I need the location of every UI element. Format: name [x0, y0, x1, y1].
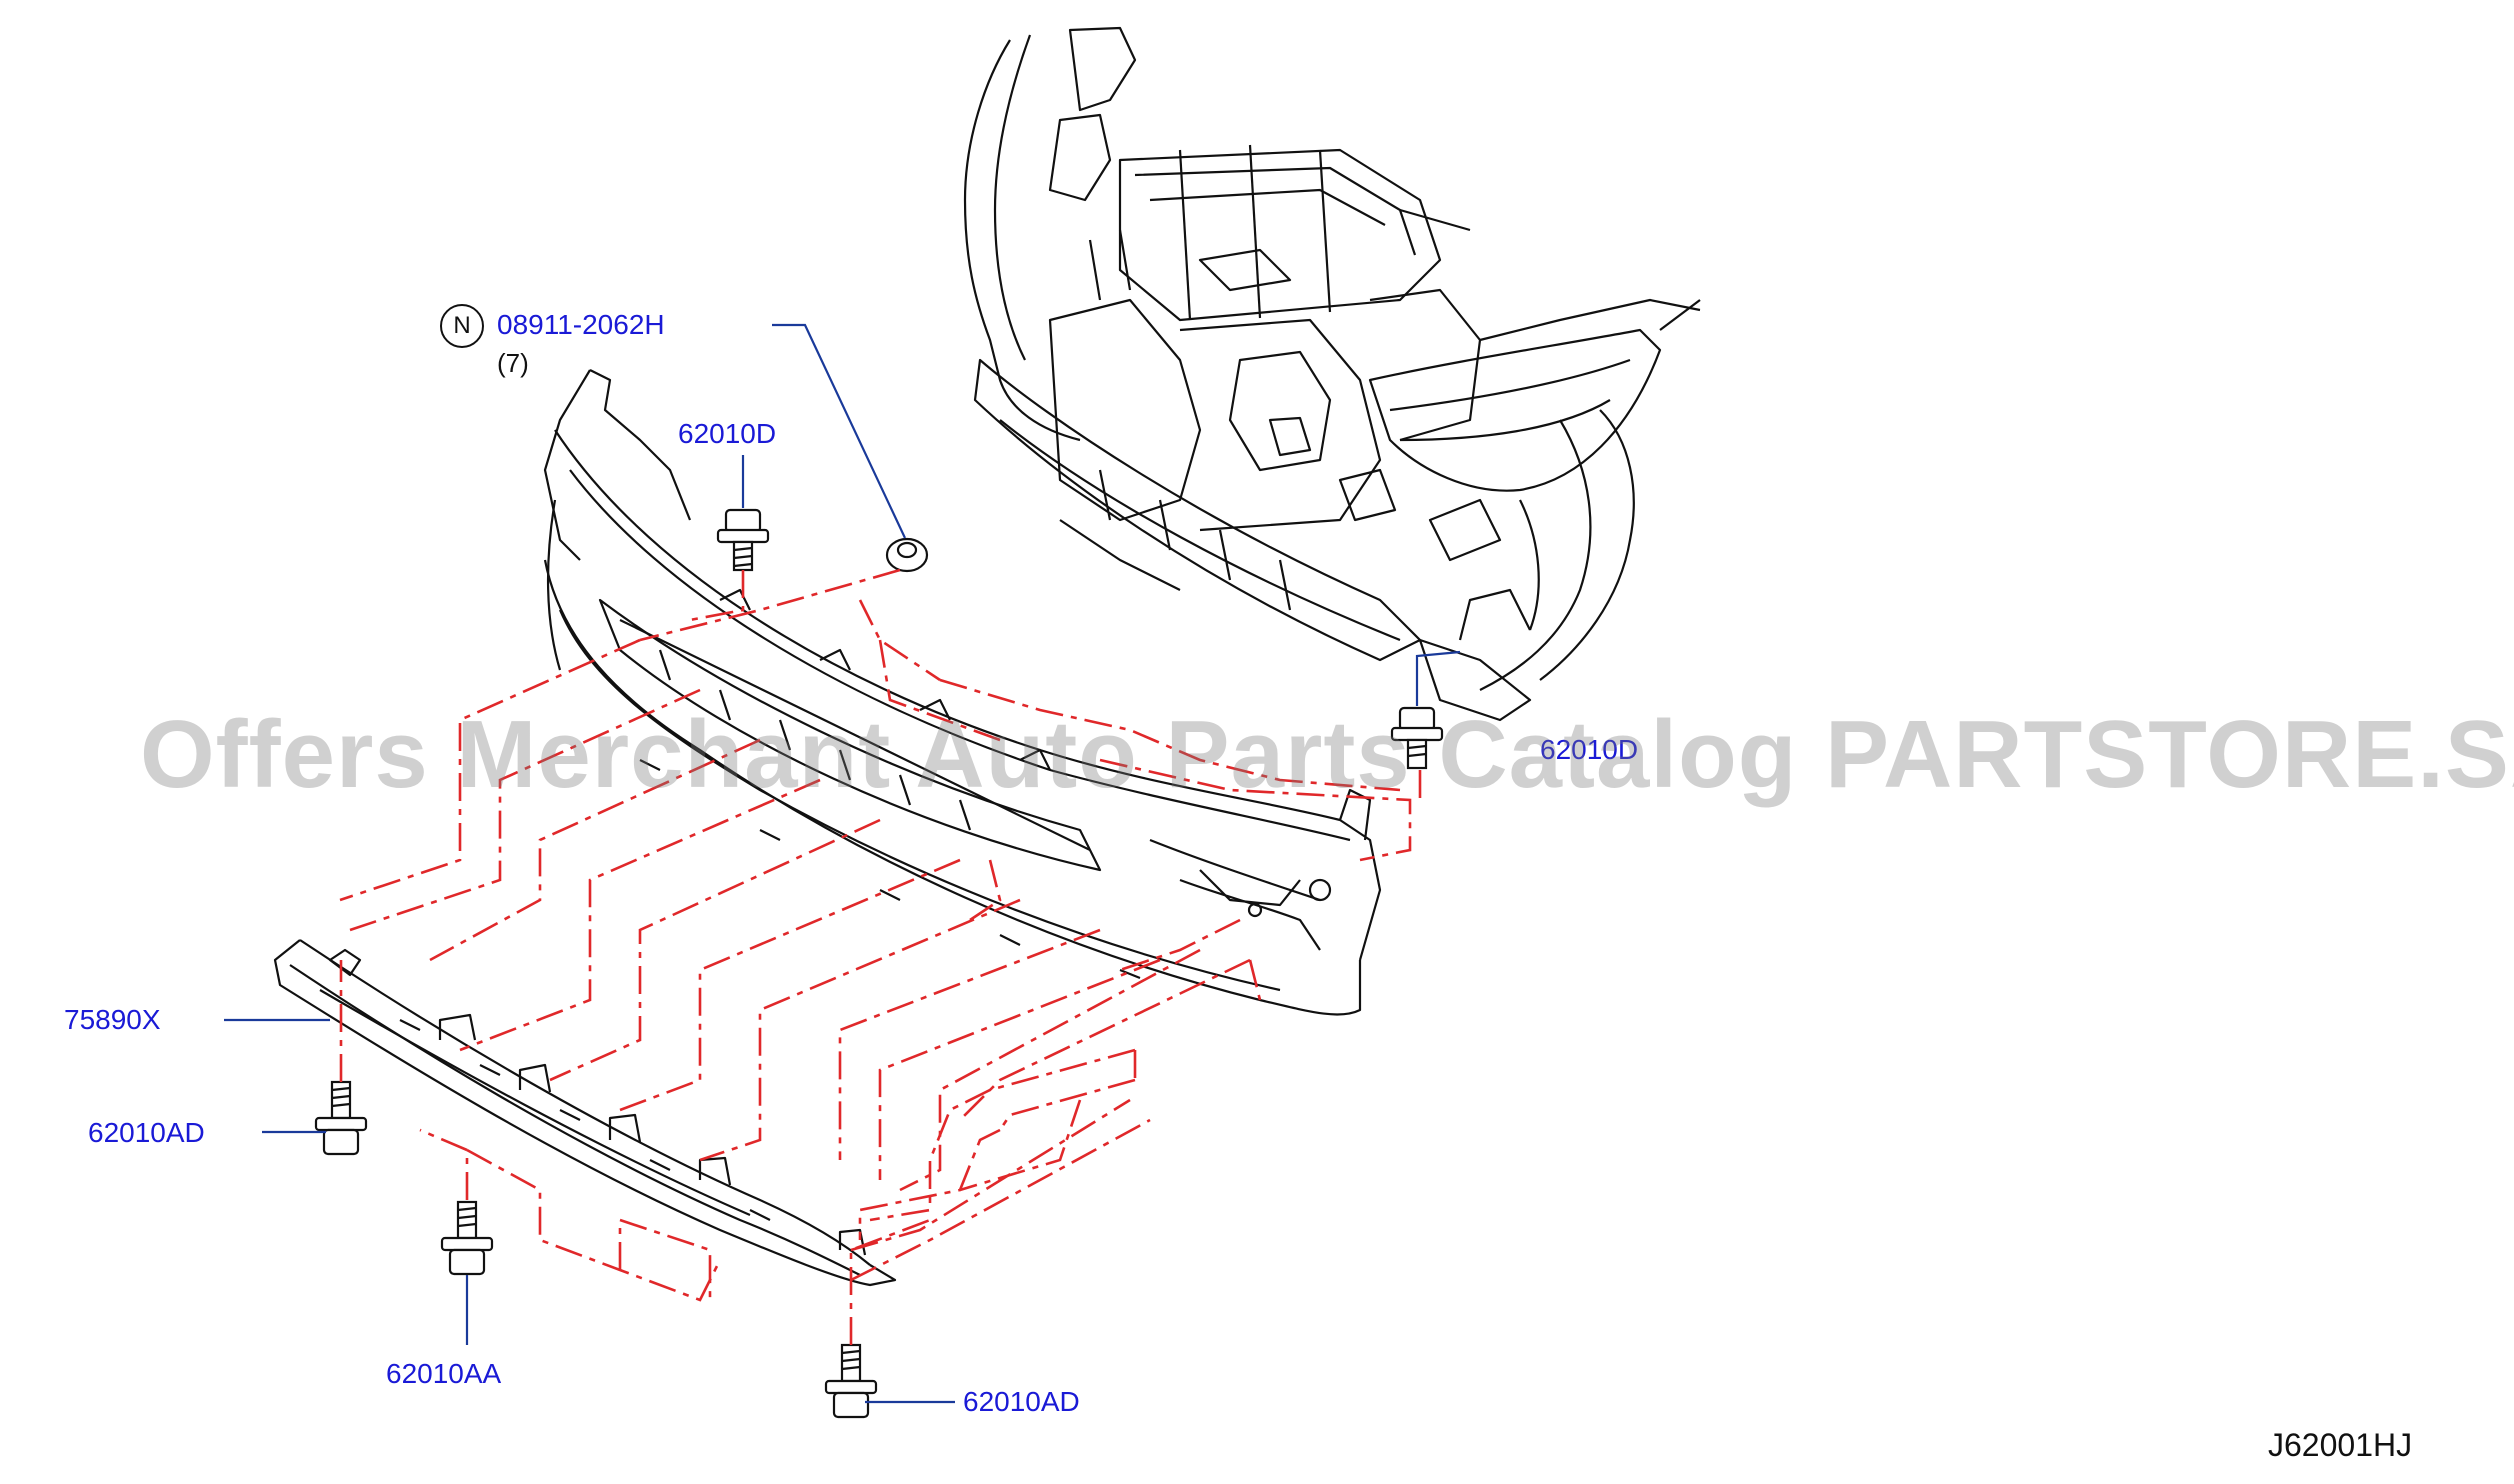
vehicle-front-structure — [963, 26, 1701, 722]
front-bumper-fascia — [543, 369, 1382, 1016]
watermark: Offers Merchant Auto Parts Catalog PARTS… — [140, 701, 2514, 808]
bolt-62010AD-left — [314, 1080, 368, 1156]
callout-bolt-62010AD-bottom[interactable]: 62010AD — [963, 1386, 1080, 1417]
callout-bolt-62010D-right[interactable]: 62010D — [1540, 734, 1639, 765]
callout-bolt-62010AD-left[interactable]: 62010AD — [88, 1117, 205, 1148]
note-symbol: N — [440, 304, 484, 348]
callout-clip-08911-2062H[interactable]: 08911-2062H — [497, 309, 665, 340]
clip-08911-2062H — [885, 537, 929, 573]
callout-bolt-62010D-top[interactable]: 62010D — [678, 418, 777, 449]
air-deflector-75890X — [273, 939, 897, 1287]
assembly-lines — [339, 568, 1422, 1345]
leader-lines — [224, 323, 1461, 1404]
bolt-62010AA — [440, 1200, 494, 1276]
bolt-62010D-top — [716, 508, 770, 572]
fasteners — [314, 508, 1444, 1419]
bolt-62010D-right — [1390, 706, 1444, 770]
clip-quantity: (7) — [497, 348, 529, 378]
diagram-code: J62001HJ — [2268, 1427, 2413, 1463]
callout-deflector-75890X[interactable]: 75890X — [64, 1004, 161, 1035]
bolt-62010AD-bottom — [824, 1343, 878, 1419]
callout-bolt-62010AA[interactable]: 62010AA — [386, 1358, 502, 1389]
